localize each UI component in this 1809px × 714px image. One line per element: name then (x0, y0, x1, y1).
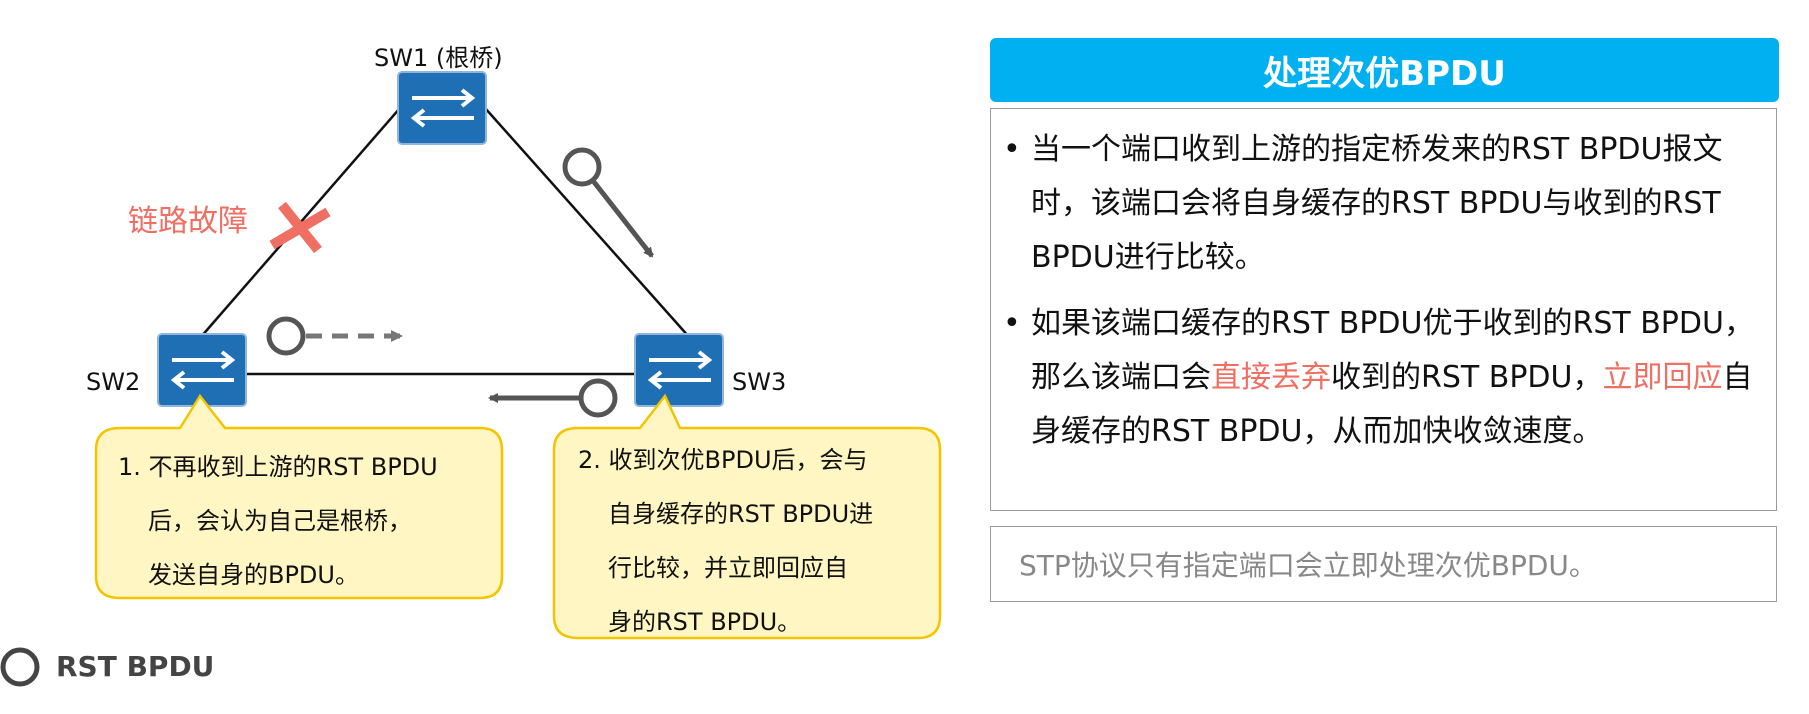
bullet-2-highlight: 立即回应 (1602, 360, 1723, 395)
legend-label: RST BPDU (56, 650, 215, 683)
fault-x-icon (269, 201, 331, 254)
callout-1-line: 发送自身的BPDU。 (148, 561, 359, 589)
callout-1-line: 1. 不再收到上游的RST BPDU (118, 453, 438, 481)
panel-title: 处理次优BPDU (990, 38, 1779, 102)
bullet-2-part: 自身缓存的RST BPDU，从而加快收敛速度。 (1031, 360, 1753, 449)
sw2-switch-icon (157, 333, 247, 407)
bullet-dot: • (1003, 306, 1021, 341)
callout-2-text: 2. 收到次优BPDU后，会与 自身缓存的RST BPDU进 行比较，并立即回应… (578, 433, 873, 649)
bullet-2-highlight: 直接丢弃 (1211, 360, 1331, 395)
explanation-box: • 当一个端口收到上游的指定桥发来的RST BPDU报文时，该端口会将自身缓存的… (990, 108, 1777, 511)
legend-circle-icon (0, 647, 40, 687)
callout-1-shape (94, 393, 504, 600)
bullet-2-part: 收到的RST BPDU， (1331, 360, 1603, 395)
bullet-2-text: 如果该端口缓存的RST BPDU优于收到的RST BPDU，那么该端口会直接丢弃… (1031, 297, 1761, 459)
callout-2-line: 行比较，并立即回应自 (608, 554, 848, 582)
sw3-label: SW3 (732, 368, 787, 396)
callout-1-text: 1. 不再收到上游的RST BPDU 后，会认为自己是根桥， 发送自身的BPDU… (118, 440, 438, 602)
sw1-switch-icon (397, 71, 487, 145)
bpdu-arrow-sw2-dashed (266, 316, 403, 356)
bullet-dot: • (1003, 132, 1021, 167)
bpdu-arrow-sw3-to-sw2 (488, 378, 618, 418)
topology-diagram (0, 71, 942, 687)
fault-label: 链路故障 (128, 204, 248, 239)
callout-1-line: 后，会认为自己是根桥， (148, 507, 412, 535)
callout-2-line: 自身缓存的RST BPDU进 (608, 500, 874, 528)
callout-2-line: 身的RST BPDU。 (608, 608, 802, 636)
bullet-1-text: 当一个端口收到上游的指定桥发来的RST BPDU报文时，该端口会将自身缓存的RS… (1031, 132, 1723, 275)
callout-2-line: 2. 收到次优BPDU后，会与 (578, 446, 868, 474)
callout-2-shape (552, 393, 942, 640)
bullet-2-part: 如果该端口缓存的RST BPDU优于收到的RST BPDU，那么该端口会 (1031, 306, 1754, 395)
sw1-label: SW1 (根桥) (374, 44, 503, 72)
note-box: STP协议只有指定端口会立即处理次优BPDU。 (990, 526, 1777, 602)
link-sw1-sw3 (484, 107, 691, 339)
sw2-label: SW2 (86, 368, 141, 396)
sw3-switch-icon (634, 333, 724, 407)
bpdu-arrow-sw1-to-sw3 (562, 147, 654, 258)
